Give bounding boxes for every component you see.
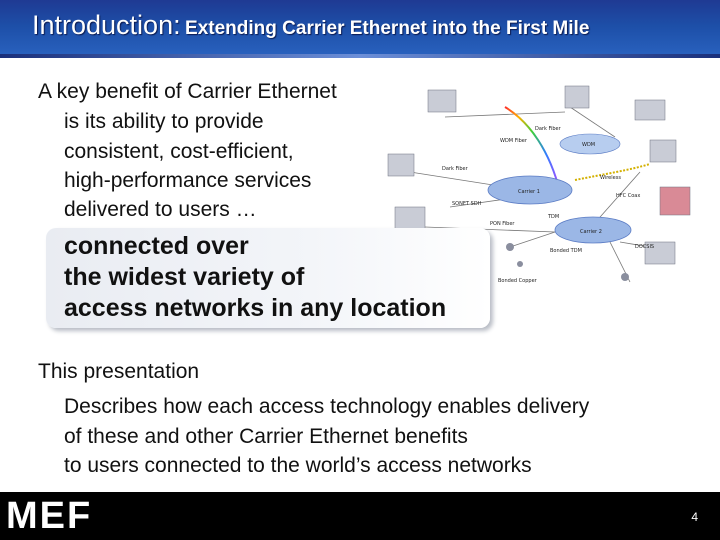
footer-bar: MEF 4: [0, 492, 720, 540]
label-wdm: WDM: [582, 142, 595, 148]
callout-line-3: access networks in any location: [64, 294, 447, 322]
label-hfc-coax: HFC Coax: [616, 193, 640, 199]
intro-line-1: is its ability to provide: [64, 110, 264, 133]
label-docsis: DOCSIS: [635, 244, 654, 250]
presentation-line-3: to users connected to the world’s access…: [64, 454, 532, 477]
title-bar: Introduction: Extending Carrier Ethernet…: [0, 0, 720, 58]
building-icon: [644, 241, 676, 265]
building-icon: [387, 153, 415, 177]
label-pon-fiber: PON Fiber: [490, 221, 515, 227]
presentation-line-2: of these and other Carrier Ethernet bene…: [64, 425, 468, 448]
intro-heading: A key benefit of Carrier Ethernet: [38, 80, 337, 103]
title-subtitle: Extending Carrier Ethernet into the Firs…: [185, 18, 590, 39]
label-bonded-tdm: Bonded TDM: [550, 248, 582, 254]
label-tdm: TDM: [547, 214, 559, 220]
presentation-heading: This presentation: [38, 360, 200, 383]
label-carrier-1: Carrier 1: [518, 189, 540, 195]
building-icon: [394, 206, 426, 230]
building-icon: [649, 139, 677, 163]
intro-line-3: high-performance services: [64, 169, 312, 192]
carrier-2-cloud: [554, 216, 632, 244]
router-icon: [517, 261, 523, 267]
building-icon: [564, 85, 590, 109]
mef-logo: MEF: [6, 495, 93, 537]
building-icon: [634, 99, 666, 121]
callout-line-1: connected over: [64, 232, 249, 260]
wdm-cloud: [559, 133, 621, 155]
label-wdm-fiber: WDM Fiber: [500, 138, 528, 144]
label-sonet-sdh: SONET SDH: [452, 201, 482, 207]
slide-title: Introduction: Extending Carrier Ethernet…: [32, 10, 589, 41]
router-icon: [506, 243, 514, 251]
intro-line-2: consistent, cost-efficient,: [64, 140, 294, 163]
intro-line-4: delivered to users …: [64, 198, 257, 221]
label-bonded-copper: Bonded Copper: [498, 278, 538, 284]
callout-line-2: the widest variety of: [64, 263, 305, 291]
label-carrier-2: Carrier 2: [580, 229, 602, 235]
label-dark-fiber-1: Dark Fiber: [535, 126, 562, 132]
page-number: 4: [691, 510, 698, 524]
router-icon: [621, 273, 629, 281]
building-icon: [659, 186, 691, 216]
carrier-1-cloud: [487, 175, 573, 205]
presentation-line-1: Describes how each access technology ena…: [64, 395, 590, 418]
label-wireless: Wireless: [600, 175, 621, 181]
label-dark-fiber-2: Dark Fiber: [442, 166, 469, 172]
building-icon: [427, 89, 457, 113]
callout-box: [46, 228, 490, 328]
title-main: Introduction:: [32, 10, 181, 40]
